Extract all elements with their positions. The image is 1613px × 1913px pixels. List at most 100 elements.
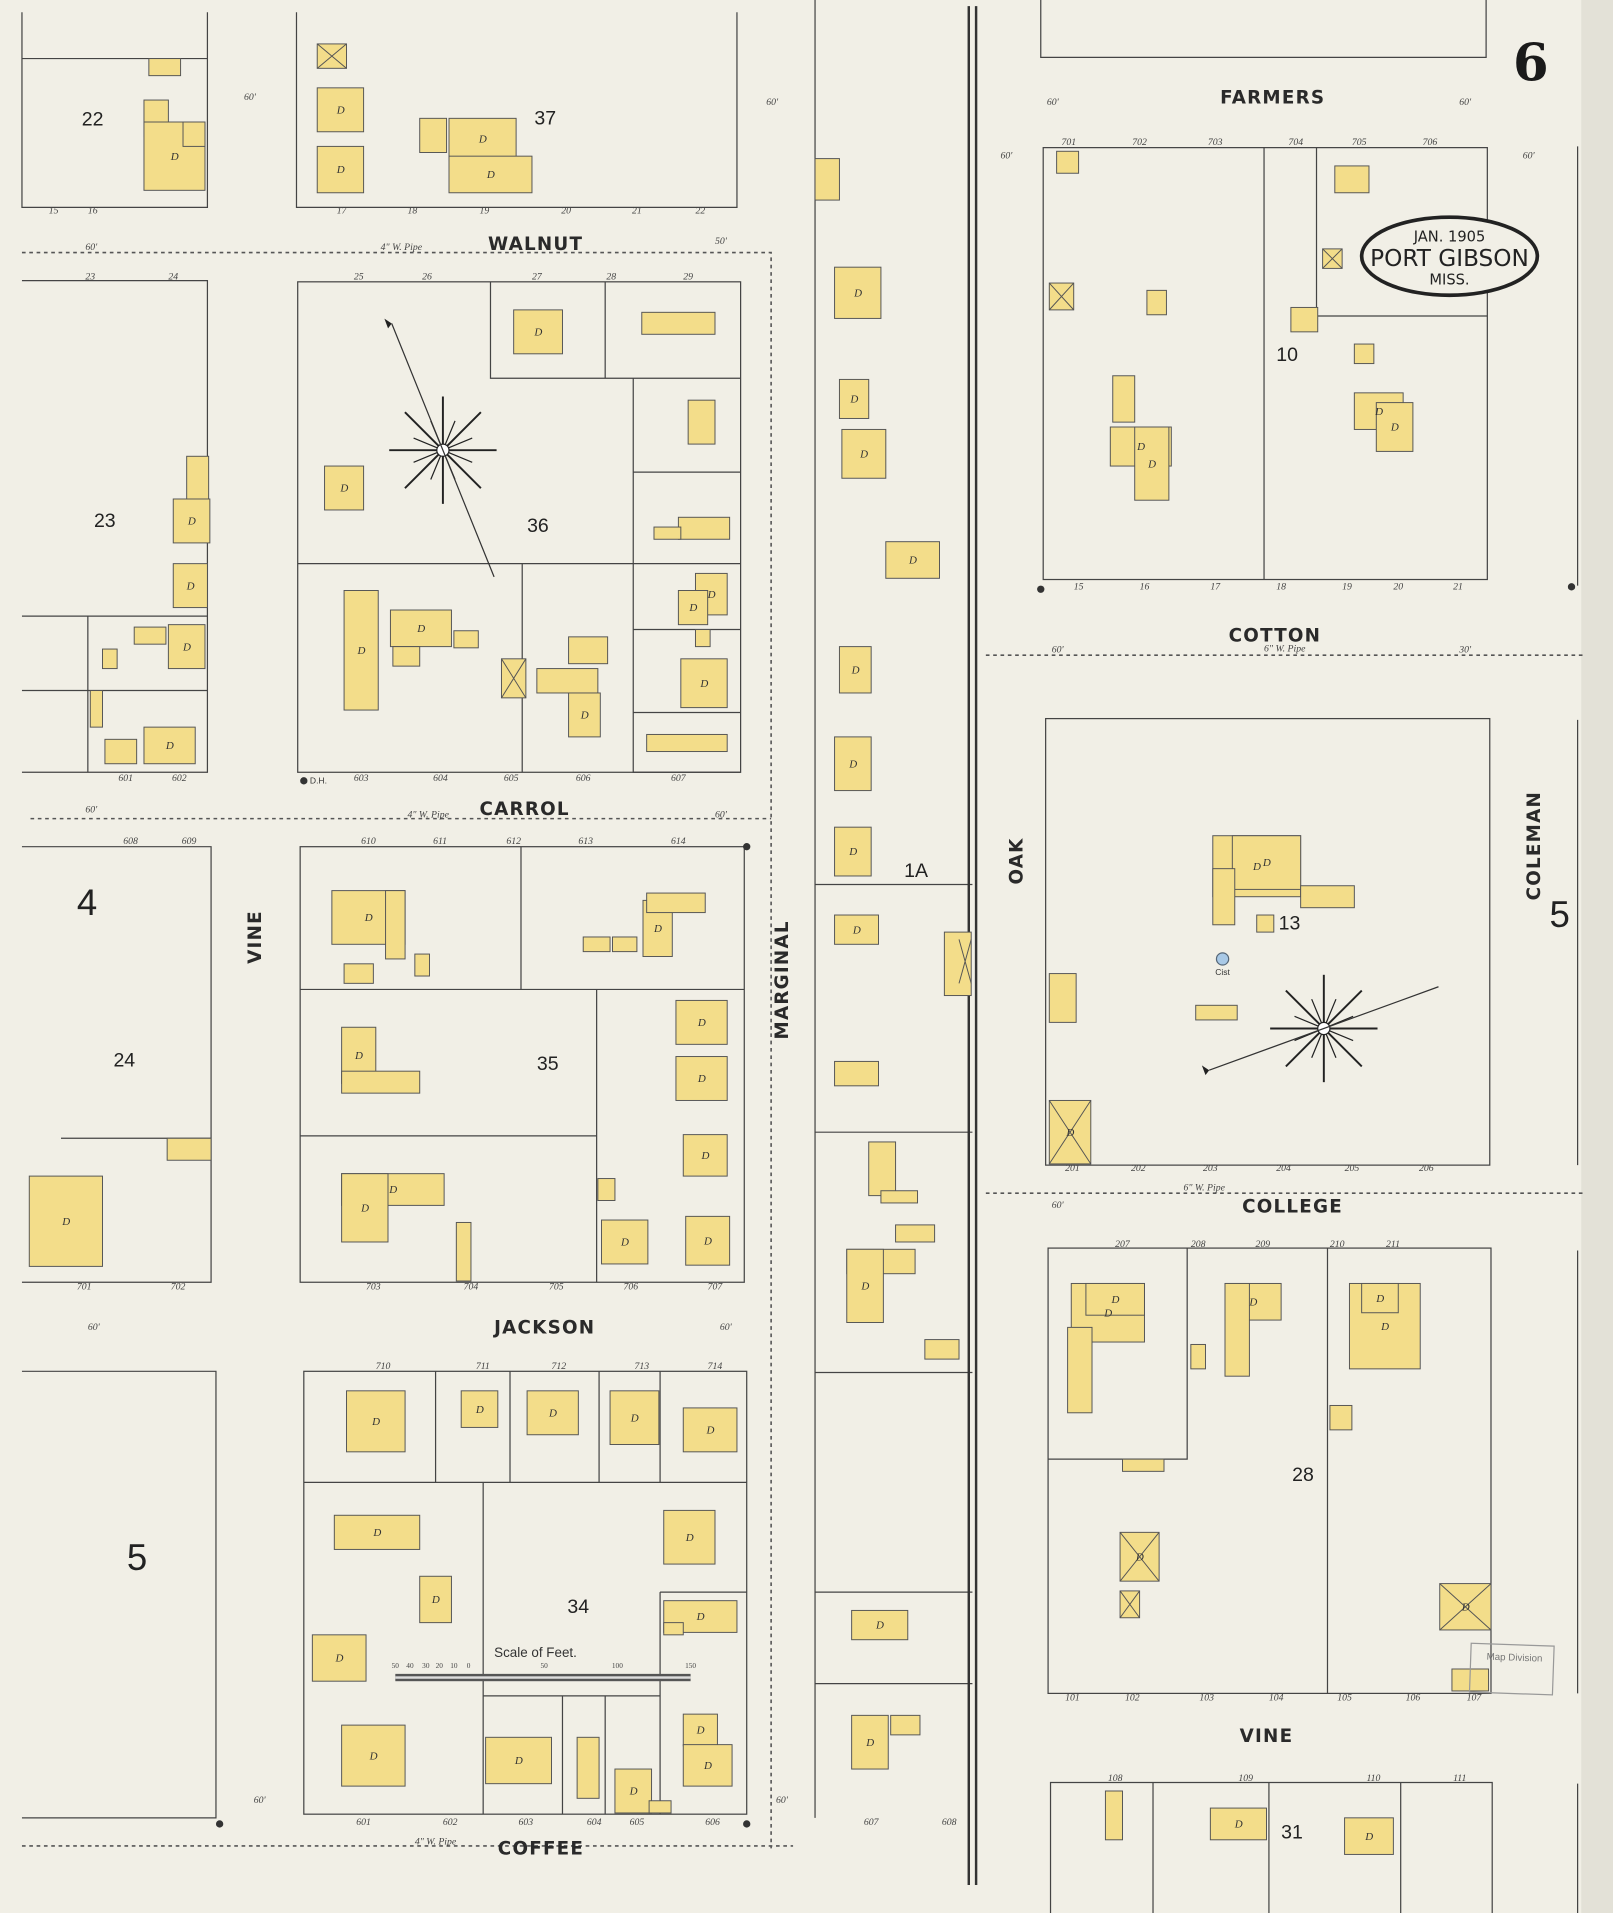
dwelling-label: D — [533, 327, 542, 339]
dwelling-label: D — [696, 1611, 705, 1623]
dwelling-building — [536, 668, 599, 694]
street-width: 60' — [766, 97, 779, 108]
lot-number: 601 — [118, 773, 133, 784]
block-number: 24 — [113, 1049, 135, 1071]
lot-number: 205 — [1345, 1163, 1360, 1174]
dwelling-label: D — [336, 164, 345, 176]
dwelling-building — [1375, 402, 1414, 452]
dwelling-label: D — [629, 1786, 638, 1798]
dwelling-building — [526, 1390, 579, 1436]
dwelling-building — [1112, 375, 1136, 423]
lot-number: 19 — [1342, 581, 1352, 592]
dwelling-building — [448, 117, 517, 161]
title-town: PORT GIBSON — [1370, 245, 1529, 272]
dwelling-building — [28, 1175, 103, 1267]
street-width: 30' — [1458, 645, 1472, 656]
adjoining-sheet-number: 5 — [1550, 894, 1570, 935]
street-width: 60' — [1047, 97, 1060, 108]
dwelling-building — [316, 87, 365, 133]
dwelling-building — [834, 914, 879, 945]
lot-number: 208 — [1191, 1239, 1206, 1250]
block-number: 35 — [537, 1053, 559, 1075]
street-farmers: FARMERS — [1220, 88, 1325, 109]
dwelling-label: D — [1375, 1293, 1384, 1305]
lot-number: 201 — [1065, 1163, 1080, 1174]
dwelling-label: D — [388, 1184, 397, 1196]
dwelling-label: D — [860, 1281, 869, 1293]
outbuilding-hatch — [1119, 1590, 1140, 1619]
lot-number: 705 — [549, 1282, 564, 1293]
dwelling-building — [648, 1800, 672, 1814]
dwelling-label: D — [369, 1750, 378, 1762]
dwelling-building — [1195, 1004, 1238, 1021]
lot-number: 607 — [864, 1817, 880, 1828]
compass-roses — [384, 318, 1439, 1083]
dwelling-building — [834, 736, 872, 792]
block-number: 10 — [1276, 344, 1298, 366]
dwelling-building — [582, 936, 611, 953]
outbuilding-hatch — [1439, 1583, 1492, 1631]
compass-rose — [384, 318, 497, 578]
dwelling-label: D — [486, 169, 495, 181]
dwelling-building — [143, 726, 196, 765]
dwelling-building — [167, 624, 206, 670]
street-width: 60' — [85, 805, 98, 816]
dwelling-building — [385, 890, 406, 960]
dwelling-label: D — [514, 1755, 523, 1767]
street-oak: OAK — [1006, 837, 1027, 884]
dwelling-building — [682, 1713, 718, 1747]
dwelling-building — [895, 1224, 936, 1243]
dwelling-building — [880, 1190, 919, 1204]
dwelling-building — [841, 428, 887, 479]
dwelling-label: D — [372, 1527, 381, 1539]
lot-number: 21 — [632, 206, 642, 217]
dwelling-building — [834, 826, 872, 877]
lot-number: 16 — [88, 206, 98, 217]
scale-tick: 30 — [422, 1661, 430, 1670]
dwelling-building — [851, 1714, 889, 1770]
dwelling-label: D — [339, 483, 348, 495]
scale-tick: 20 — [436, 1661, 444, 1670]
lot-number: 108 — [1108, 1773, 1123, 1784]
street-width: 60' — [1052, 645, 1065, 656]
dwelling-building — [663, 1509, 716, 1565]
dwelling-building — [943, 931, 972, 997]
dwelling-building — [924, 1339, 960, 1360]
dwelling-building — [682, 1134, 728, 1177]
lot-number: 608 — [123, 836, 138, 847]
north-arrow-icon — [384, 318, 392, 329]
lot-number: 105 — [1337, 1693, 1352, 1704]
lot-number: 608 — [942, 1817, 957, 1828]
dwelling-building — [1212, 868, 1236, 926]
adjoining-sheet-number: 4 — [77, 882, 97, 923]
dwelling-building — [166, 1137, 212, 1161]
lot-number: 29 — [683, 271, 693, 282]
buildings — [28, 43, 1492, 1855]
outbuilding-hatch — [316, 43, 347, 69]
dwelling-building — [612, 936, 638, 953]
lot-number: 107 — [1467, 1693, 1483, 1704]
dwelling-label: D — [853, 287, 862, 299]
street-width: 60' — [1523, 151, 1536, 162]
dwelling-building — [1361, 1282, 1399, 1314]
dwelling-label: D — [356, 645, 365, 657]
adjoining-sheet-number: 5 — [127, 1537, 147, 1578]
lot-number: 713 — [634, 1361, 649, 1372]
lot-number: 111 — [1453, 1773, 1466, 1784]
lot-number: 611 — [433, 836, 447, 847]
dwelling-building — [834, 266, 882, 319]
lot-number: 206 — [1419, 1163, 1434, 1174]
dwelling-label: D — [851, 664, 860, 676]
lot-number: 704 — [1288, 137, 1303, 148]
dwelling-building — [682, 1744, 733, 1787]
dwelling-building — [102, 648, 118, 670]
lot-number: 605 — [630, 1817, 645, 1828]
dwelling-label: D — [580, 710, 589, 722]
lot-number: 15 — [49, 206, 59, 217]
dwelling-label: D — [416, 623, 425, 635]
dwelling-label: D — [703, 1235, 712, 1247]
dwelling-building — [1256, 914, 1275, 933]
scale-tick: 0 — [467, 1661, 471, 1670]
outbuilding-hatch — [1322, 248, 1343, 269]
dwelling-label: D — [1461, 1601, 1470, 1613]
